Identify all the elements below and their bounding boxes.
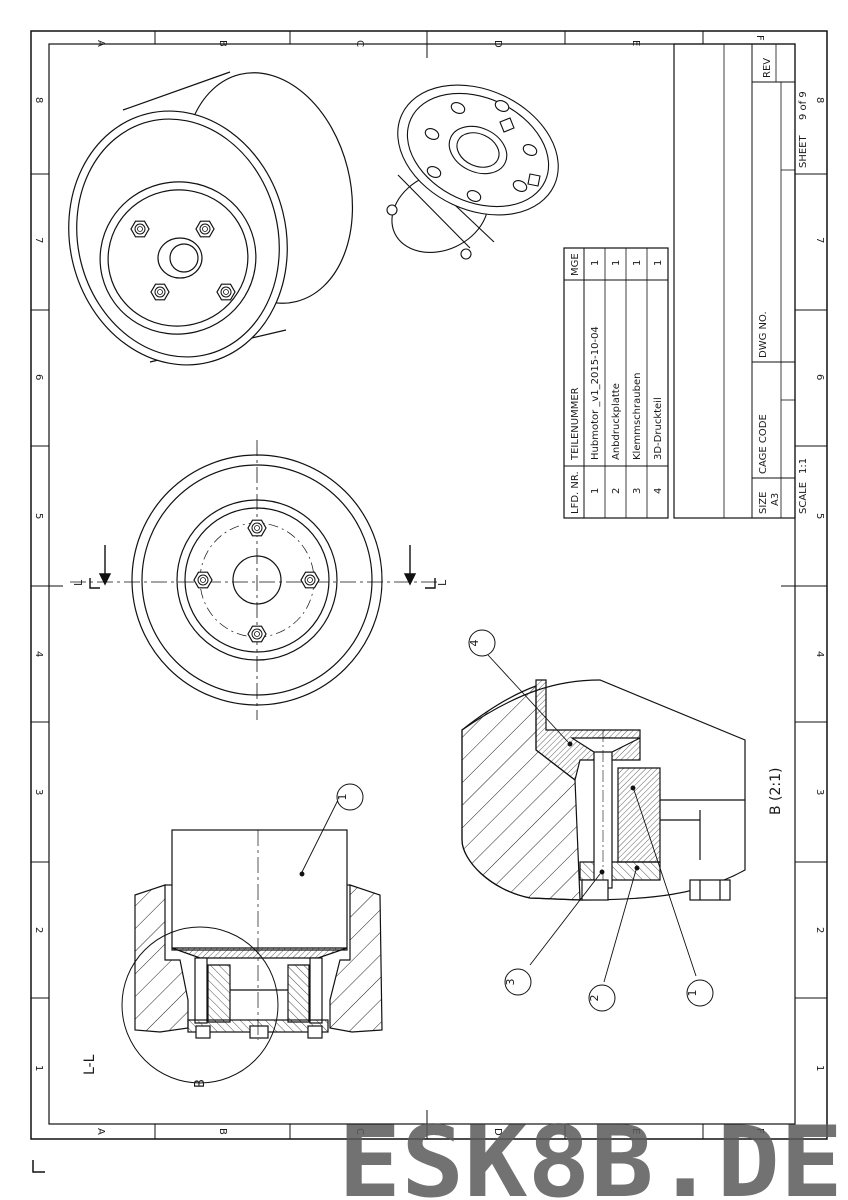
size-value: A3 [770,493,781,506]
zone-number: 7 [814,237,825,243]
balloon-1-section: 1 [336,783,364,811]
bom-header-part: TEILENUMMER [570,387,581,461]
bom-row-part: 3D-Druckteil [653,397,664,460]
bom-row-nr: 4 [653,488,664,494]
zone-number: 6 [33,374,44,380]
zone-letter: F [754,1128,765,1134]
zone-number: 4 [814,651,825,657]
bom-row-part: Klemmschrauben [632,373,643,460]
zone-letters-top: A B C D E F [95,35,765,48]
section-marker-left: L [72,579,85,586]
bom-row-qty: 1 [653,260,664,266]
balloon-leaders [299,654,697,983]
zone-letter: C [354,1128,365,1135]
balloon-number: 1 [686,990,699,997]
zone-number: 3 [814,789,825,795]
bom-row-qty: 1 [611,260,622,266]
bom-header-nr: LFD. NR. [570,471,581,514]
balloon-4-detail: 4 [468,629,496,657]
bom-text: LFD. NR. TEILENUMMER MGE 1 Hubmotor _v1_… [570,253,664,514]
sheet-label: SHEET [798,134,809,168]
zone-letter: A [95,1128,106,1135]
zone-number: 8 [814,97,825,103]
zone-number: 1 [814,1065,825,1071]
detail-view [461,679,746,901]
zone-letter: B [217,1128,228,1135]
zone-letter: A [95,40,106,47]
zone-number: 4 [33,651,44,657]
zone-number: 1 [33,1065,44,1071]
bom-row-nr: 2 [611,488,622,494]
sheet-value: 9 of 9 [798,91,809,120]
bom-row-nr: 1 [590,488,601,494]
zone-number: 8 [33,97,44,103]
dwg-no-label: DWG NO. [758,311,769,358]
rev-label: REV [762,58,773,78]
bom-table [563,247,669,519]
bom-row-qty: 1 [590,260,601,266]
balloon-3-detail: 3 [504,968,532,996]
zone-number: 6 [814,374,825,380]
zone-letter: C [354,40,365,47]
drawing-frame [30,30,828,1173]
bom-row-part: Anbdruckplatte [611,383,622,460]
isometric-flange [386,84,559,260]
balloon-number: 3 [504,979,517,986]
title-block [673,43,796,519]
zone-letter: F [754,35,765,41]
zone-number: 5 [33,513,44,519]
zone-number: 5 [814,513,825,519]
balloon-2-detail: 2 [588,984,616,1012]
bom-header-qty: MGE [570,253,581,276]
scale-label: SCALE [798,482,809,514]
isometric-hub-motor [68,71,354,366]
zone-letter: B [217,40,228,47]
bom-row-nr: 3 [632,488,643,494]
bom-row-qty: 1 [632,260,643,266]
detail-circle-label: B [193,1079,208,1088]
zone-letter: E [630,1128,641,1134]
zone-letter: D [492,40,503,48]
watermark-text: ESK8B.DE [338,1106,843,1200]
zone-letter: E [630,40,641,46]
zone-letter: D [492,1128,503,1136]
detail-view-label: B (2:1) [768,767,784,815]
zone-number: 2 [33,927,44,933]
balloon-number: 4 [468,640,481,647]
zone-number: 7 [33,237,44,243]
balloon-number: 1 [336,794,349,801]
zone-number: 3 [33,789,44,795]
zone-numbers-right: 8 7 6 5 4 3 2 1 [814,97,825,1071]
section-markers [89,545,436,589]
title-block-text: REV SHEET 9 of 9 DWG NO. CAGE CODE SIZE … [758,58,809,514]
section-label: L-L [82,1054,98,1075]
balloon-number: 2 [588,995,601,1002]
zone-letters-bottom: A B C D E F [95,1128,765,1136]
size-label: SIZE [758,492,769,514]
zone-number: 2 [814,927,825,933]
front-view [70,440,440,720]
cage-code-label: CAGE CODE [758,414,769,474]
scale-value: 1:1 [798,458,809,474]
detail-circle-b [121,926,279,1084]
section-marker-right: L [436,579,449,586]
zone-numbers-left: 8 7 6 5 4 3 2 1 [33,97,44,1071]
section-view [134,829,383,1040]
bom-row-part: Hubmotor _v1_2015-10-04 [590,326,601,460]
balloon-1-detail: 1 [686,979,714,1007]
